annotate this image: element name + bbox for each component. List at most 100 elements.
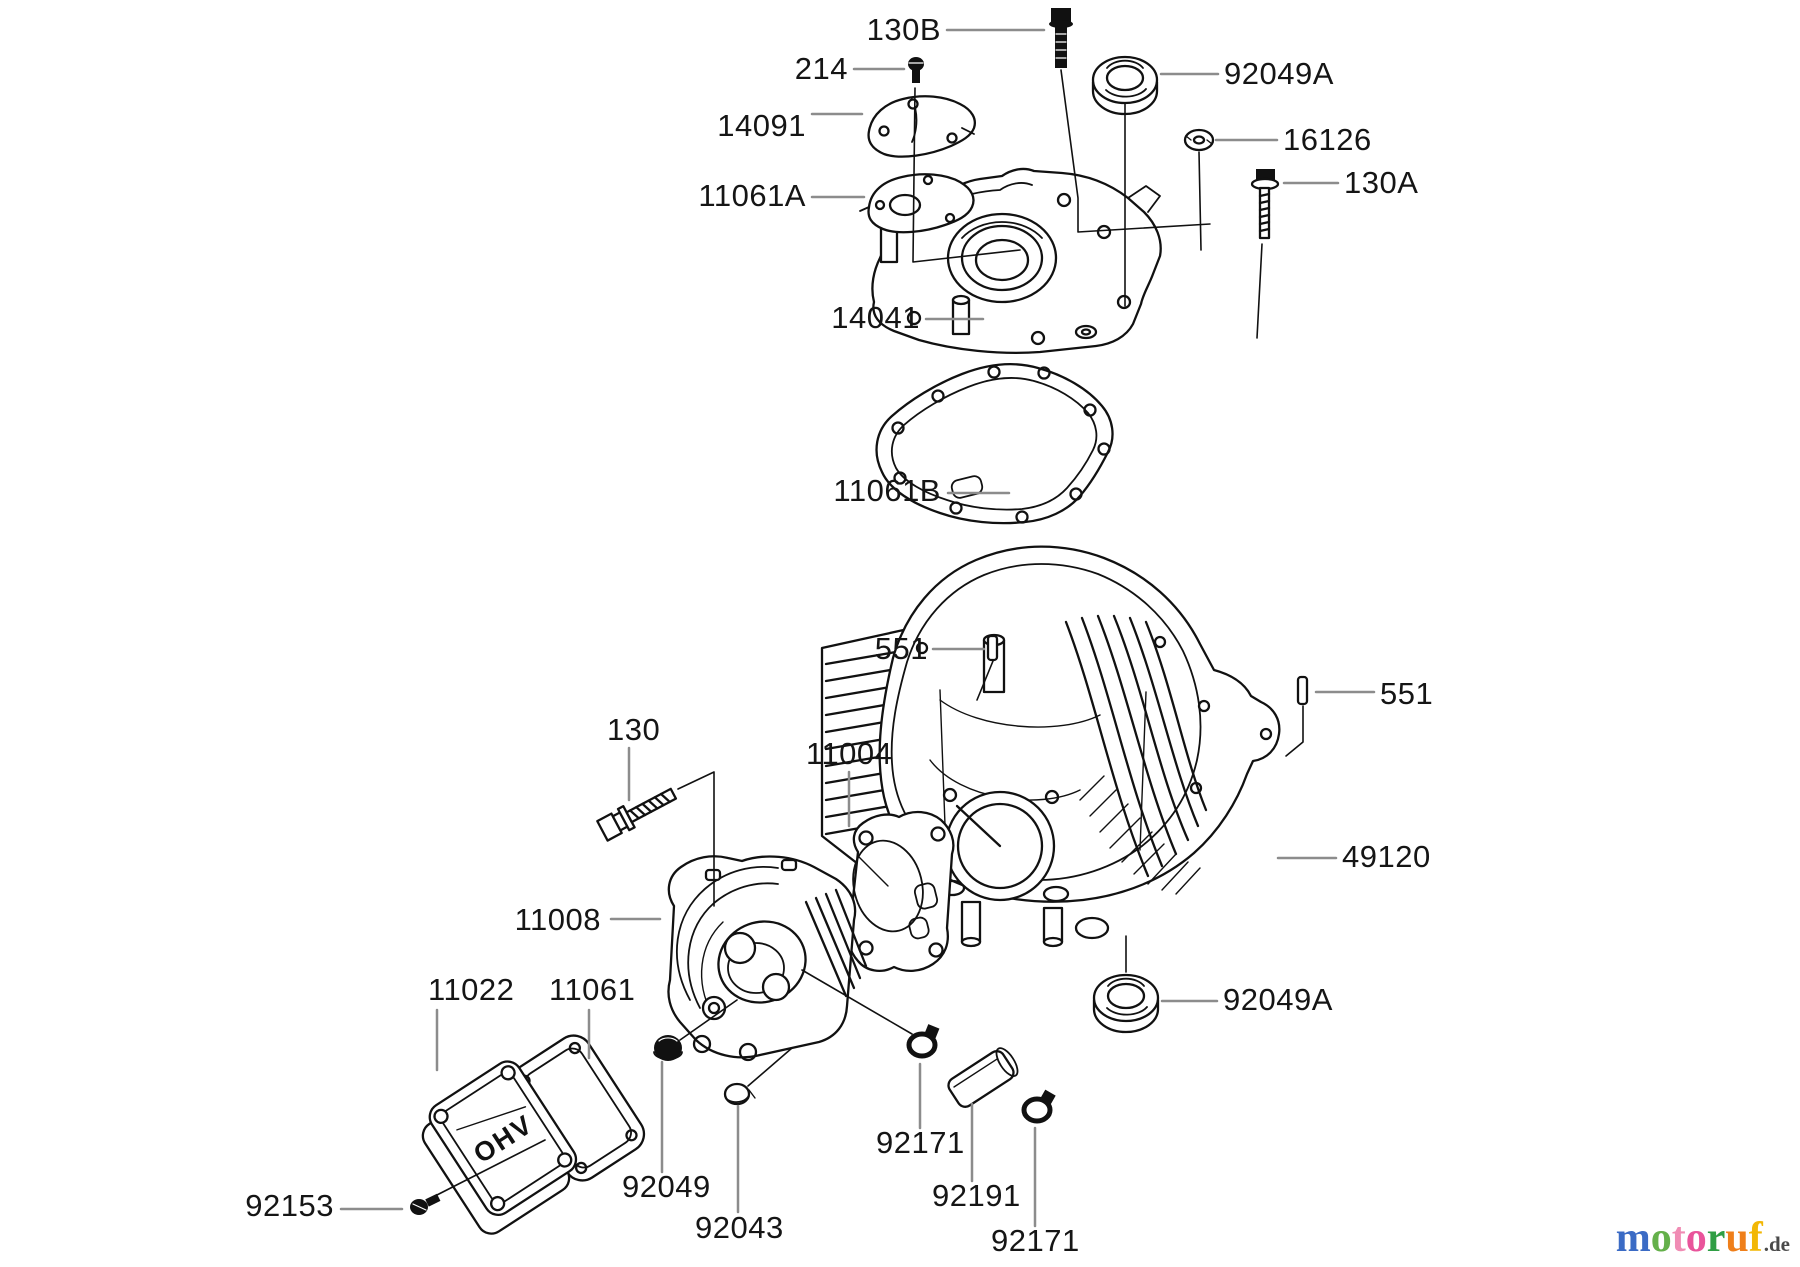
part-130a-bolt-rect [1258, 186, 1271, 240]
cooling-fins-right-path [1079, 775, 1201, 895]
bolt-threads-line [628, 809, 640, 820]
part-label-130B: 130B [867, 12, 941, 47]
bolt-threads-line [1258, 199, 1271, 205]
part-label-16126: 16126 [1283, 122, 1372, 157]
part-16126-washer-line [1206, 139, 1213, 145]
pointer-line-5 [976, 660, 994, 701]
part-11061a-gasket [859, 173, 975, 234]
pointer-line-6 [1285, 705, 1304, 757]
part-92171-clamp-upper-ellipse [906, 1031, 938, 1059]
part-11061b-gasket-circle [893, 471, 907, 485]
pointer-lines-layer [432, 69, 1304, 1198]
part-11061b-gasket-rect [950, 475, 984, 499]
part-92049a-top-seal-path [1105, 88, 1147, 98]
part-11008-cylinder-head-circle [692, 1034, 712, 1054]
part-label-92171-upper: 92171 [876, 1125, 965, 1160]
bolt-threads-line [1258, 192, 1271, 198]
part-16126-washer [1183, 128, 1215, 152]
part-11061a-gasket-circle [922, 174, 934, 186]
part-92153-screw [410, 1193, 441, 1215]
part-14041-crankcase-cover-ellipse [974, 238, 1030, 282]
pointer-line-11 [801, 969, 913, 1035]
part-11061-valve-cover-gasket-circle [625, 1129, 638, 1142]
part-label-92153: 92153 [245, 1188, 334, 1223]
part-11022-valve-cover-circle [489, 1195, 506, 1212]
part-11061b-gasket-path [890, 376, 1098, 511]
pointer-line-7 [677, 771, 715, 907]
part-label-14041: 14041 [831, 300, 920, 335]
part-11022-valve-cover: OHV [421, 1060, 578, 1235]
head-fins-line [824, 892, 862, 980]
part-14041-crankcase-cover-circle [1030, 330, 1046, 346]
pointer-line-9 [679, 999, 738, 1041]
logo-letter-4: r [1706, 1215, 1726, 1261]
part-92043-cap [723, 1082, 756, 1106]
part-49120-cylinder-crankcase-circle [942, 787, 958, 803]
pointer-line-4 [1256, 243, 1263, 339]
part-92049a-bottom-seal-path [1107, 977, 1145, 987]
part-label-130: 130 [607, 712, 660, 747]
logo-letter-0: m [1615, 1215, 1651, 1261]
motoruf-logo: motoruf.de [1616, 1217, 1790, 1259]
bolt-threads-line [641, 802, 653, 813]
part-92049a-bottom-seal-path [1092, 998, 1160, 1034]
part-11061b-gasket-circle [1015, 510, 1029, 524]
crankcase-bottom-studs-ellipse [1074, 916, 1110, 940]
part-11061b-gasket-circle [1083, 403, 1097, 417]
cover-stud-ellipse [951, 294, 971, 306]
part-11008-cylinder-head [667, 855, 868, 1062]
part-11061b-gasket-circle [1097, 442, 1111, 456]
part-11004-head-gasket-ellipse [852, 839, 924, 933]
bolt-threads-line [653, 796, 665, 807]
part-11061-valve-cover-gasket-circle [575, 1161, 588, 1175]
part-49120-cylinder-crankcase-circle [1044, 789, 1060, 805]
part-11008-cylinder-head-circle [761, 972, 791, 1002]
part-label-11061: 11061 [549, 972, 635, 1007]
part-92043-cap-line [748, 1089, 756, 1099]
part-11004-head-gasket [847, 810, 955, 972]
part-16126-washer-ellipse [1183, 128, 1215, 152]
part-11061a-gasket-ellipse [888, 193, 922, 217]
part-11061b-gasket-path [875, 363, 1114, 525]
part-130-bolt-rect [625, 787, 678, 824]
part-214-screw-ellipse [908, 57, 924, 71]
part-14041-crankcase-cover-ellipse [1074, 324, 1098, 340]
part-130b-bolt-rect [1051, 8, 1071, 22]
part-11022-valve-cover-rect [428, 1060, 578, 1216]
part-11061-valve-cover-gasket-circle [568, 1041, 581, 1055]
part-92049a-bottom-seal-path [1106, 1006, 1148, 1016]
part-label-92191: 92191 [932, 1178, 1021, 1213]
pointer-line-0 [1060, 69, 1211, 233]
part-label-11008: 11008 [515, 902, 601, 937]
part-14091-plate-path [961, 127, 975, 135]
part-14091-plate [867, 95, 976, 158]
part-label-551-right: 551 [1380, 676, 1433, 711]
cooling-fins-right-path [1064, 620, 1150, 878]
part-label-49120: 49120 [1342, 839, 1431, 874]
bolt-threads-line [659, 792, 671, 804]
part-92049-cap-ellipse [654, 1035, 682, 1061]
head-fins-line [804, 900, 848, 998]
part-11022-valve-cover-circle [500, 1065, 516, 1081]
part-11008-cylinder-head-circle [738, 1042, 758, 1062]
part-11004-head-gasket-circle [858, 830, 874, 846]
part-11061a-gasket-circle [874, 199, 886, 211]
logo-letter-2: t [1671, 1215, 1686, 1261]
part-label-551-left: 551 [875, 631, 928, 666]
pointer-line-3 [1198, 151, 1202, 251]
part-11022-valve-cover-rect [441, 1072, 565, 1204]
crankcase-bottom-studs [960, 900, 1110, 948]
part-11008-cylinder-head-circle [707, 1001, 721, 1015]
crankcase-interior-circle [1197, 699, 1211, 713]
crankcase-interior-ellipse [1042, 885, 1070, 903]
logo-letter-3: o [1685, 1215, 1707, 1261]
part-11022-valve-cover-line [456, 1106, 527, 1131]
part-11008-cylinder-head-path [687, 882, 779, 1009]
part-11004-head-gasket-circle [930, 826, 946, 842]
part-11061b-gasket-circle [931, 389, 945, 403]
part-11061b-gasket-circle [987, 365, 1001, 379]
part-11004-head-gasket-rect [913, 882, 939, 910]
part-16126-washer-line [1185, 135, 1192, 141]
part-label-11004: 11004 [806, 736, 892, 771]
part-11061b-gasket-circle [949, 501, 963, 515]
